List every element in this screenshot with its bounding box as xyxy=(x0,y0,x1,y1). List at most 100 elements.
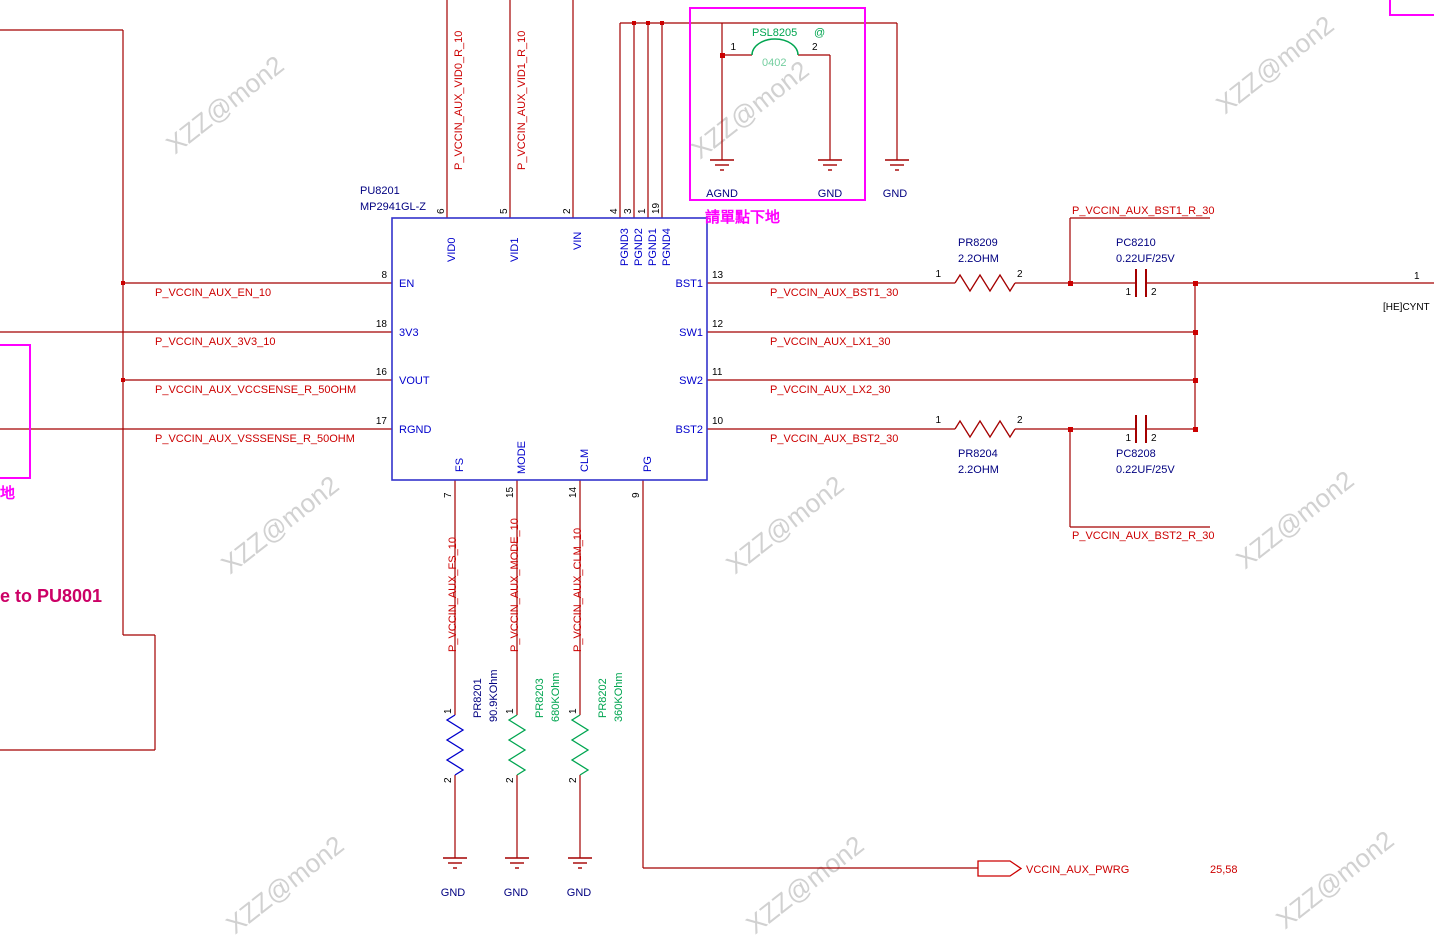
watermark: XZZ@mon2 xyxy=(1210,10,1339,120)
resistor-symbol-pr8202[interactable] xyxy=(570,714,590,776)
pin-number: 1 xyxy=(935,415,941,426)
resistor-symbol-pr8203[interactable] xyxy=(507,714,527,776)
component-suffix: @ xyxy=(814,27,825,39)
capacitor-symbol-pc8208[interactable] xyxy=(1135,415,1147,443)
gnd-label: GND xyxy=(883,188,908,200)
note-left-fragment: 地 xyxy=(0,484,15,502)
port-label: VCCIN_AUX_PWRG xyxy=(1026,864,1129,876)
gnd-label: GND xyxy=(441,887,466,899)
component-ref: PR8204 xyxy=(958,448,998,460)
watermark: XZZ@mon2 xyxy=(215,470,344,580)
resistor-symbol-pr8209[interactable] xyxy=(954,273,1016,293)
pin-number: 2 xyxy=(505,777,516,783)
pin-name: RGND xyxy=(399,424,431,436)
component-ref: PR8209 xyxy=(958,237,998,249)
watermark: XZZ@mon2 xyxy=(740,830,869,939)
watermark-layer: XZZ@mon2 XZZ@mon2 XZZ@mon2 XZZ@mon2 XZZ@… xyxy=(160,10,1399,939)
pin-name: BST2 xyxy=(675,424,703,436)
pin-number: 9 xyxy=(631,492,642,498)
net-label: P_VCCIN_AUX_BST1_30 xyxy=(770,287,898,299)
pin-number: 11 xyxy=(712,367,723,378)
component-value: 90.9KOhm xyxy=(488,669,500,722)
pin-name: VOUT xyxy=(399,375,430,387)
pin-name: PGND4 xyxy=(661,228,673,266)
watermark: XZZ@mon2 xyxy=(1270,825,1399,935)
pin-number: 10 xyxy=(712,416,724,427)
capacitor-symbol-pc8210[interactable] xyxy=(1135,269,1147,297)
component-ref: PR8202 xyxy=(597,678,609,718)
net-label: P_VCCIN_AUX_CLM_10 xyxy=(572,528,584,652)
note-close-to-pu8001: e to PU8001 xyxy=(0,586,102,606)
net-label: P_VCCIN_AUX_EN_10 xyxy=(155,287,271,299)
pin-number: 4 xyxy=(609,208,620,214)
pin-number: 2 xyxy=(443,777,454,783)
pin-number: 2 xyxy=(562,208,573,214)
pin-number: 1 xyxy=(637,208,648,214)
component-ref: PSL8205 xyxy=(752,27,797,39)
gnd-label: GND xyxy=(504,887,529,899)
pin-number: 1 xyxy=(568,708,579,714)
pin-number: 1 xyxy=(1414,271,1420,282)
emphasis-box-topright-partial xyxy=(1389,0,1434,16)
pin-name: PG xyxy=(642,456,654,472)
component-ref: PC8210 xyxy=(1116,237,1156,249)
note-single-point-ground: 請單點下地 xyxy=(705,208,780,226)
component-value: 0.22UF/25V xyxy=(1116,253,1175,265)
pin-name: PGND2 xyxy=(633,228,645,266)
wire-group xyxy=(0,0,1434,869)
pin-name: SW2 xyxy=(679,375,703,387)
pin-number: 13 xyxy=(712,270,724,281)
component-value: 0.22UF/25V xyxy=(1116,464,1175,476)
pin-name: VID1 xyxy=(509,238,521,262)
component-ref: PR8201 xyxy=(472,678,484,718)
component-footprint: 0402 xyxy=(762,57,786,69)
pin-number: 12 xyxy=(712,319,724,330)
net-label: P_VCCIN_AUX_VSSSENSE_R_50OHM xyxy=(155,433,355,445)
component-ref: PR8203 xyxy=(534,678,546,718)
pin-number: 2 xyxy=(1017,415,1023,426)
offpage-port-vccin-aux-pwrg[interactable] xyxy=(977,860,1023,877)
gnd-label: GND xyxy=(567,887,592,899)
gnd-label: GND xyxy=(818,188,843,200)
pin-number: 3 xyxy=(623,208,634,214)
watermark: XZZ@mon2 xyxy=(160,50,289,160)
pin-name: PGND1 xyxy=(647,228,659,266)
component-value: MP2941GL-Z xyxy=(360,201,426,213)
net-label: P_VCCIN_AUX_BST2_R_30 xyxy=(1072,530,1214,542)
pin-number: 6 xyxy=(436,208,447,214)
pin-name: CLM xyxy=(579,449,591,472)
pin-name: BST1 xyxy=(675,278,703,290)
pin-number: 2 xyxy=(1151,433,1157,444)
pin-number: 1 xyxy=(1125,433,1131,444)
pin-number: 14 xyxy=(568,486,579,498)
net-label: P_VCCIN_AUX_FS_10 xyxy=(447,537,459,652)
component-ref: PC8208 xyxy=(1116,448,1156,460)
net-label: P_VCCIN_AUX_VID0_R_10 xyxy=(453,31,465,170)
net-label: P_VCCIN_AUX_VID1_R_10 xyxy=(516,31,528,170)
net-label: P_VCCIN_AUX_VCCSENSE_R_50OHM xyxy=(155,384,356,396)
pin-name: PGND3 xyxy=(619,228,631,266)
component-value: 360KOhm xyxy=(613,672,625,722)
pin-number: 1 xyxy=(730,42,736,53)
pin-number: 1 xyxy=(935,269,941,280)
net-label: P_VCCIN_AUX_3V3_10 xyxy=(155,336,275,348)
pin-number: 19 xyxy=(651,202,662,214)
pin-number: 1 xyxy=(1125,287,1131,298)
ic-body-pu8201[interactable] xyxy=(391,217,708,481)
resistor-symbol-pr8201[interactable] xyxy=(445,714,465,776)
net-label-clipped: [HE]CYNT xyxy=(1383,302,1430,313)
net-label: P_VCCIN_AUX_LX1_30 xyxy=(770,336,890,348)
gnd-label: AGND xyxy=(706,188,738,200)
watermark: XZZ@mon2 xyxy=(720,470,849,580)
pin-number: 15 xyxy=(505,486,516,498)
component-value: 680KOhm xyxy=(550,672,562,722)
pin-number: 2 xyxy=(812,42,818,53)
ferrite-bead-symbol-psl8205[interactable] xyxy=(751,38,799,56)
resistor-symbol-pr8204[interactable] xyxy=(954,419,1016,439)
pin-number: 2 xyxy=(1017,269,1023,280)
pin-name: VID0 xyxy=(446,238,458,262)
component-value: 2.2OHM xyxy=(958,464,999,476)
pin-number: 2 xyxy=(568,777,579,783)
pin-number: 1 xyxy=(443,708,454,714)
